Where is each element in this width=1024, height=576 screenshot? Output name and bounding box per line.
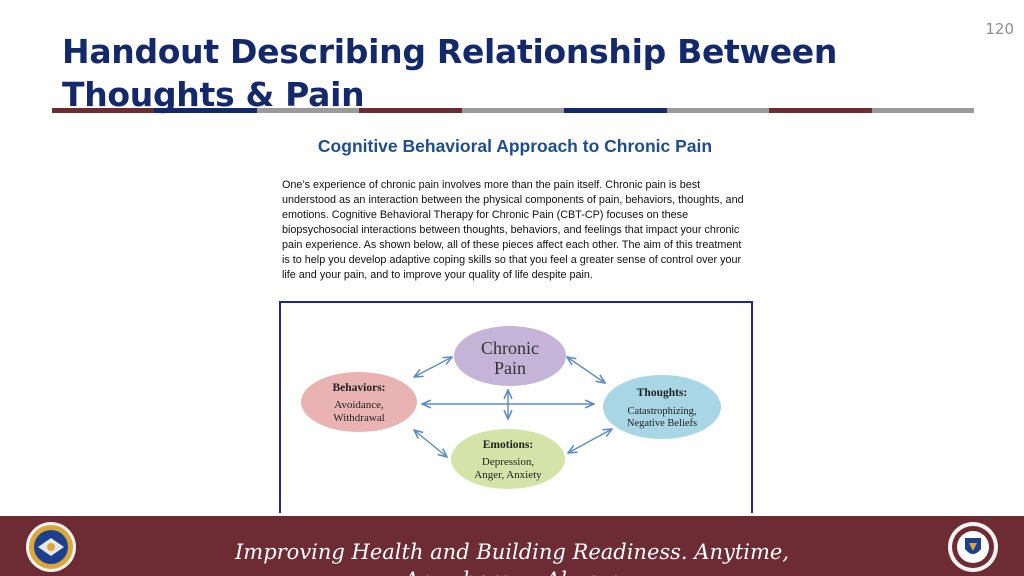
- arrow-pain-behaviors: [414, 357, 452, 377]
- cbt-diagram: Chronic Pain Behaviors: Avoidance, Withd…: [279, 301, 753, 513]
- footer-bar: Improving Health and Building Readiness.…: [0, 516, 1024, 576]
- arrow-emotions-thoughts: [568, 429, 612, 453]
- arrow-pain-thoughts: [567, 357, 605, 383]
- node-thoughts: Thoughts: Catastrophizing, Negative Beli…: [603, 375, 721, 439]
- behaviors-title: Behaviors:: [332, 382, 385, 394]
- chronic-pain-bubble: [454, 326, 566, 386]
- emotions-title: Emotions:: [483, 439, 533, 451]
- thoughts-detail-2: Negative Beliefs: [627, 418, 697, 429]
- behaviors-detail-1: Avoidance,: [334, 399, 384, 411]
- chronic-pain-line-1: Chronic: [481, 338, 539, 358]
- thoughts-title: Thoughts:: [637, 387, 688, 399]
- emotions-detail-1: Depression,: [482, 456, 534, 468]
- slide-title: Handout Describing Relationship Between …: [62, 32, 838, 114]
- thoughts-bubble: [603, 375, 721, 439]
- divider-segment: [154, 108, 257, 113]
- divider-segment: [52, 108, 155, 113]
- divider-segment: [666, 108, 770, 113]
- divider-segment: [564, 108, 667, 113]
- divider-segment: [359, 108, 462, 113]
- chronic-pain-line-2: Pain: [494, 358, 526, 378]
- connection-arrows: [414, 357, 612, 457]
- emotions-bubble: [451, 429, 565, 489]
- divider-segment: [461, 108, 565, 113]
- defense-health-agency-seal-icon: [948, 522, 998, 572]
- behaviors-bubble: [301, 372, 417, 432]
- cbt-diagram-svg: Chronic Pain Behaviors: Avoidance, Withd…: [301, 326, 721, 489]
- divider-segment: [256, 108, 360, 113]
- node-chronic-pain: Chronic Pain: [454, 326, 566, 386]
- node-emotions: Emotions: Depression, Anger, Anxiety: [451, 429, 565, 489]
- footer-tagline: Improving Health and Building Readiness.…: [234, 540, 790, 576]
- divider-segment: [769, 108, 872, 113]
- behaviors-detail-2: Withdrawal: [333, 412, 384, 424]
- divider-segment: [871, 108, 974, 113]
- node-behaviors: Behaviors: Avoidance, Withdrawal: [301, 372, 417, 432]
- emotions-detail-2: Anger, Anxiety: [474, 469, 542, 481]
- arrow-behaviors-emotions: [414, 430, 447, 457]
- handout-title: Cognitive Behavioral Approach to Chronic…: [317, 136, 713, 156]
- thoughts-detail-1: Catastrophizing,: [627, 406, 696, 417]
- handout-paragraph: One’s experience of chronic pain involve…: [282, 179, 744, 281]
- department-of-defense-seal-icon: [26, 522, 76, 572]
- page-number: 120: [985, 20, 1014, 38]
- title-divider: [52, 108, 974, 113]
